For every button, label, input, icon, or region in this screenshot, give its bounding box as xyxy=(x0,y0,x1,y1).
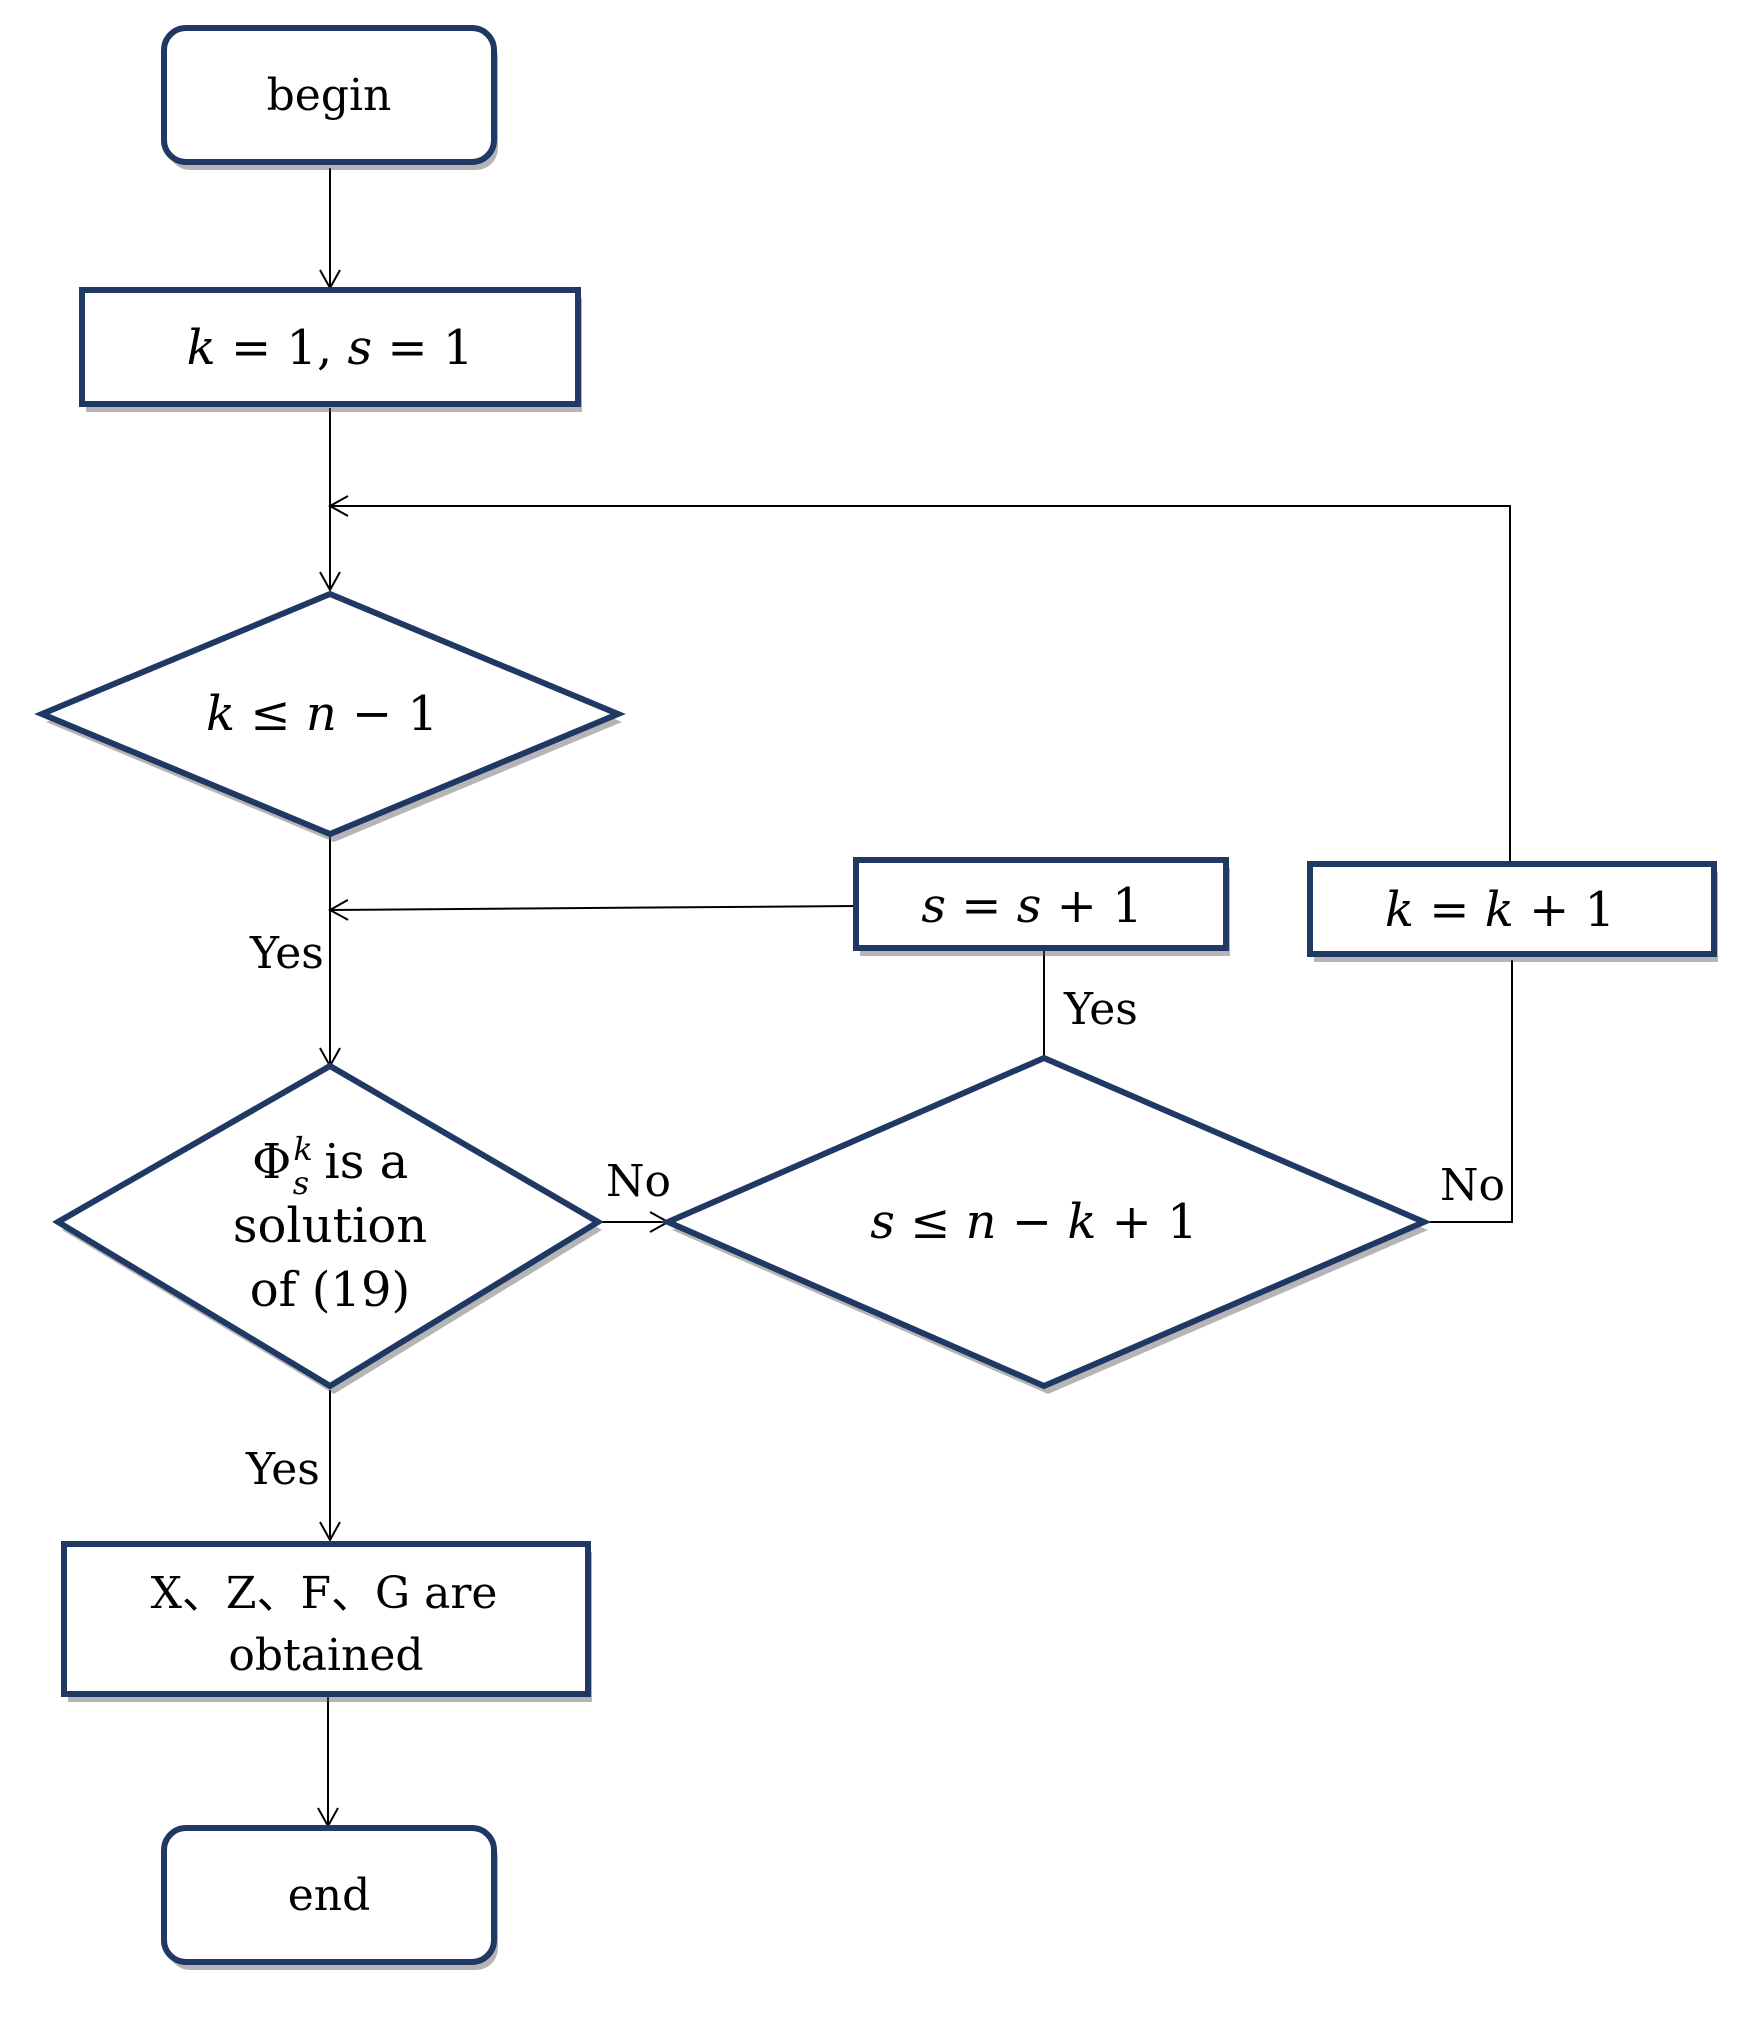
inc-k-node: k = k + 1 xyxy=(1307,861,1718,962)
inc-s-node: s = s + 1 xyxy=(853,857,1230,956)
edge-inc-s-back xyxy=(327,898,857,921)
begin-label: begin xyxy=(267,70,392,121)
label-yes-result: Yes xyxy=(245,1444,320,1495)
label-no-check: No xyxy=(606,1156,671,1207)
check-line-3: of (19) xyxy=(250,1262,410,1318)
result-node: X、Z、F、G are obtained xyxy=(61,1541,592,1702)
edge-cond-s-inc-k xyxy=(1424,960,1513,1223)
result-line-1: X、Z、F、G are xyxy=(151,1568,498,1619)
inc-s-label: s = s + 1 xyxy=(921,878,1142,934)
label-no-cond-s: No xyxy=(1440,1160,1505,1211)
cond-k-node: k ≤ n − 1 xyxy=(34,590,626,842)
begin-node: begin xyxy=(161,25,498,170)
inc-k-label: k = k + 1 xyxy=(1385,882,1615,938)
connectors xyxy=(317,168,1513,1829)
init-node: k = 1, s = 1 xyxy=(79,287,582,412)
edge-loop-k-back xyxy=(327,495,1511,862)
cond-k-label: k ≤ n − 1 xyxy=(206,686,438,742)
cond-s-node: s ≤ n − k + 1 xyxy=(660,1054,1432,1394)
label-yes-inc-s: Yes xyxy=(1063,984,1138,1035)
cond-s-label: s ≤ n − k + 1 xyxy=(870,1194,1197,1250)
check-line-2: solution xyxy=(233,1198,427,1254)
init-label: k = 1, s = 1 xyxy=(187,320,474,376)
end-node: end xyxy=(161,1825,498,1970)
label-yes-main: Yes xyxy=(249,928,324,979)
result-line-2: obtained xyxy=(228,1630,423,1681)
edge-labels: Yes Yes No No Yes xyxy=(245,928,1505,1495)
end-label: end xyxy=(288,1870,371,1921)
